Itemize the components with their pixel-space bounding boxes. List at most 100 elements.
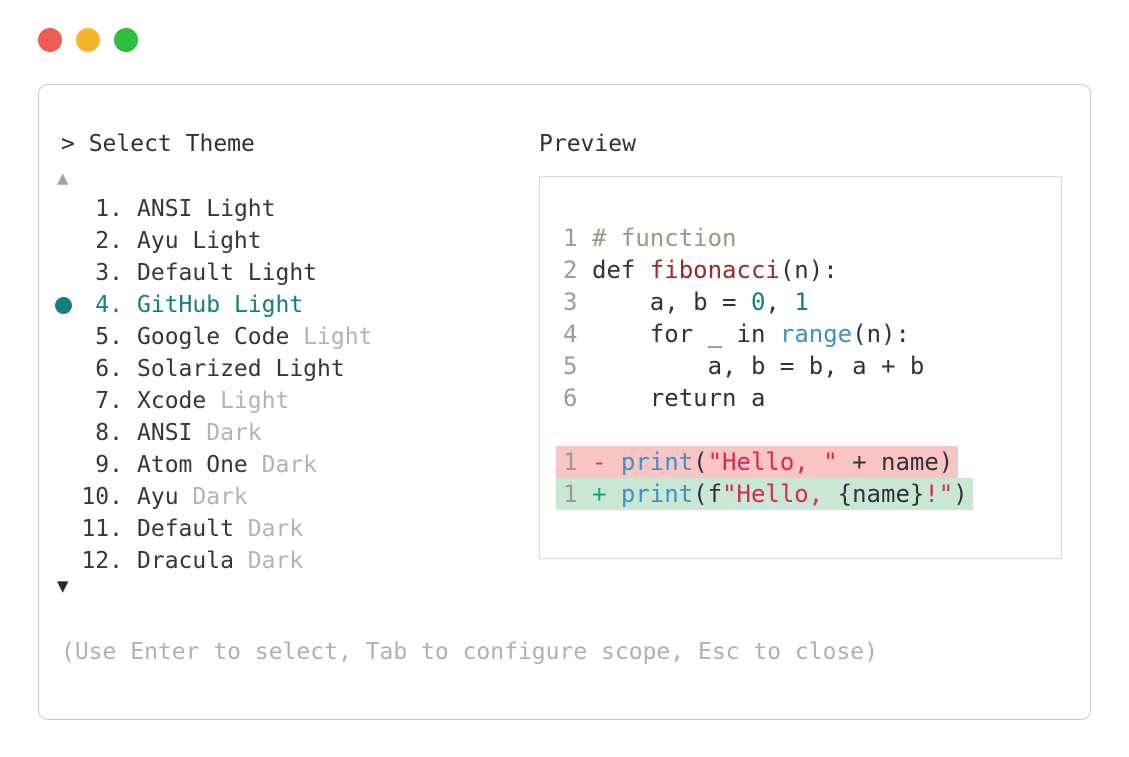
code-segment: + name) <box>837 448 954 476</box>
theme-list-item[interactable]: 8. ANSI Dark <box>39 417 509 449</box>
code-line: 2 def fibonacci(n): <box>563 254 973 286</box>
code-segment: fibonacci <box>649 256 780 284</box>
code-segment: return <box>649 384 737 412</box>
theme-item-variant: Light <box>247 260 318 286</box>
theme-item-label: Default Dark <box>137 513 303 545</box>
help-text: (Use Enter to select, Tab to configure s… <box>61 639 878 665</box>
code-segment: (f <box>693 480 723 508</box>
code-line: 5 a, b = b, a + b <box>563 350 973 382</box>
theme-item-variant: Dark <box>192 484 248 510</box>
theme-item-number: 3. <box>95 260 123 286</box>
theme-list-item[interactable]: 3. Default Light <box>39 257 509 289</box>
code-segment: "Hello, " <box>707 448 838 476</box>
theme-item-number: 10. <box>81 484 123 510</box>
theme-item-name: Dracula <box>137 548 248 574</box>
code-segment: a, b = b, a + b <box>592 352 925 380</box>
theme-list-item[interactable]: 1. ANSI Light <box>39 193 509 225</box>
theme-item-number: 8. <box>95 420 123 446</box>
code-segment: , <box>765 288 795 316</box>
theme-item-name: Solarized <box>137 356 276 382</box>
theme-item-variant: Dark <box>206 420 262 446</box>
theme-list-item[interactable]: 12. Dracula Dark <box>39 545 509 577</box>
theme-list-item[interactable]: 10. Ayu Dark <box>39 481 509 513</box>
line-number: 1 <box>563 224 578 252</box>
code-line: 3 a, b = 0, 1 <box>563 286 973 318</box>
theme-item-variant: Light <box>303 324 373 350</box>
line-number: 2 <box>563 256 578 284</box>
theme-item-variant: Light <box>192 228 262 254</box>
theme-item-number: 4. <box>95 292 123 318</box>
theme-item-name: ANSI <box>137 420 207 446</box>
theme-item-name: Google Code <box>137 324 304 350</box>
theme-list-item[interactable]: 4. GitHub Light <box>39 289 509 321</box>
code-segment: # function <box>592 224 737 252</box>
code-segment: _ <box>693 320 737 348</box>
line-number: 5 <box>563 352 578 380</box>
code-segment: print <box>620 480 694 508</box>
preview-pane: 1 # function 2 def fibonacci(n):3 a, b = 0,… <box>539 176 1062 559</box>
code-segment: range <box>779 320 853 348</box>
theme-list-item[interactable]: 5. Google Code Light <box>39 321 509 353</box>
theme-item-label: Solarized Light <box>137 353 345 385</box>
theme-list-item[interactable]: 7. Xcode Light <box>39 385 509 417</box>
code-segment: print <box>620 448 694 476</box>
theme-item-name: Default <box>137 516 248 542</box>
theme-item-variant: Dark <box>261 452 318 478</box>
code-segment: (n): <box>779 256 838 284</box>
code-segment: + <box>592 480 621 508</box>
select-theme-prompt: > Select Theme <box>61 131 255 157</box>
line-number: 6 <box>563 384 578 412</box>
code-segment <box>592 320 650 348</box>
theme-list-item[interactable]: 11.Default Dark <box>39 513 509 545</box>
theme-item-number: 7. <box>95 388 123 414</box>
code-preview: 1 # function 2 def fibonacci(n):3 a, b = 0,… <box>556 222 973 510</box>
theme-list-item[interactable]: 9.Atom One Dark <box>39 449 509 481</box>
theme-list-item[interactable]: 6. Solarized Light <box>39 353 509 385</box>
theme-item-number: 6. <box>95 356 123 382</box>
selected-bullet-icon <box>55 297 72 314</box>
code-segment: a, b = <box>592 288 751 316</box>
code-segment: - <box>592 448 621 476</box>
theme-item-label: ANSI Light <box>137 193 276 225</box>
theme-item-name: Xcode <box>137 388 221 414</box>
theme-item-label: Atom One Dark <box>137 449 317 481</box>
theme-item-number: 1. <box>95 196 123 222</box>
code-segment <box>592 384 650 412</box>
theme-item-number: 5. <box>95 324 123 350</box>
zoom-button[interactable] <box>114 28 138 52</box>
scroll-down-icon[interactable]: ▼ <box>57 575 69 597</box>
preview-heading: Preview <box>539 131 636 157</box>
theme-item-variant: Dark <box>247 548 304 574</box>
theme-item-label: Dracula Dark <box>137 545 303 577</box>
theme-item-label: Ayu Light <box>137 225 262 257</box>
theme-item-name: ANSI <box>137 196 207 222</box>
scroll-up-icon[interactable]: ▲ <box>57 167 69 189</box>
theme-item-number: 12. <box>81 548 123 574</box>
code-segment: a <box>736 384 766 412</box>
theme-item-label: GitHub Light <box>137 289 303 321</box>
code-segment: ) <box>953 480 968 508</box>
code-segment: ( <box>693 448 708 476</box>
code-segment: 1 <box>794 288 809 316</box>
line-number: 3 <box>563 288 578 316</box>
theme-list-item[interactable]: 2.Ayu Light <box>39 225 509 257</box>
close-button[interactable] <box>38 28 62 52</box>
code-segment: def <box>592 256 650 284</box>
theme-item-variant: Light <box>220 388 290 414</box>
theme-item-name: Ayu <box>137 484 193 510</box>
theme-item-variant: Dark <box>247 516 304 542</box>
theme-item-name: Default <box>137 260 248 286</box>
theme-item-variant: Light <box>275 356 345 382</box>
diff-line: 1- print("Hello, " + name) <box>556 446 973 478</box>
line-number: 1 <box>563 448 578 476</box>
line-number: 4 <box>563 320 578 348</box>
theme-item-label: Ayu Dark <box>137 481 248 513</box>
minimize-button[interactable] <box>76 28 100 52</box>
line-number: 1 <box>563 480 578 508</box>
theme-item-label: ANSI Dark <box>137 417 262 449</box>
theme-item-name: GitHub <box>137 292 234 318</box>
theme-item-variant: Light <box>206 196 276 222</box>
diff-highlight-added: 1+ print(f"Hello, {name}!") <box>556 478 973 510</box>
